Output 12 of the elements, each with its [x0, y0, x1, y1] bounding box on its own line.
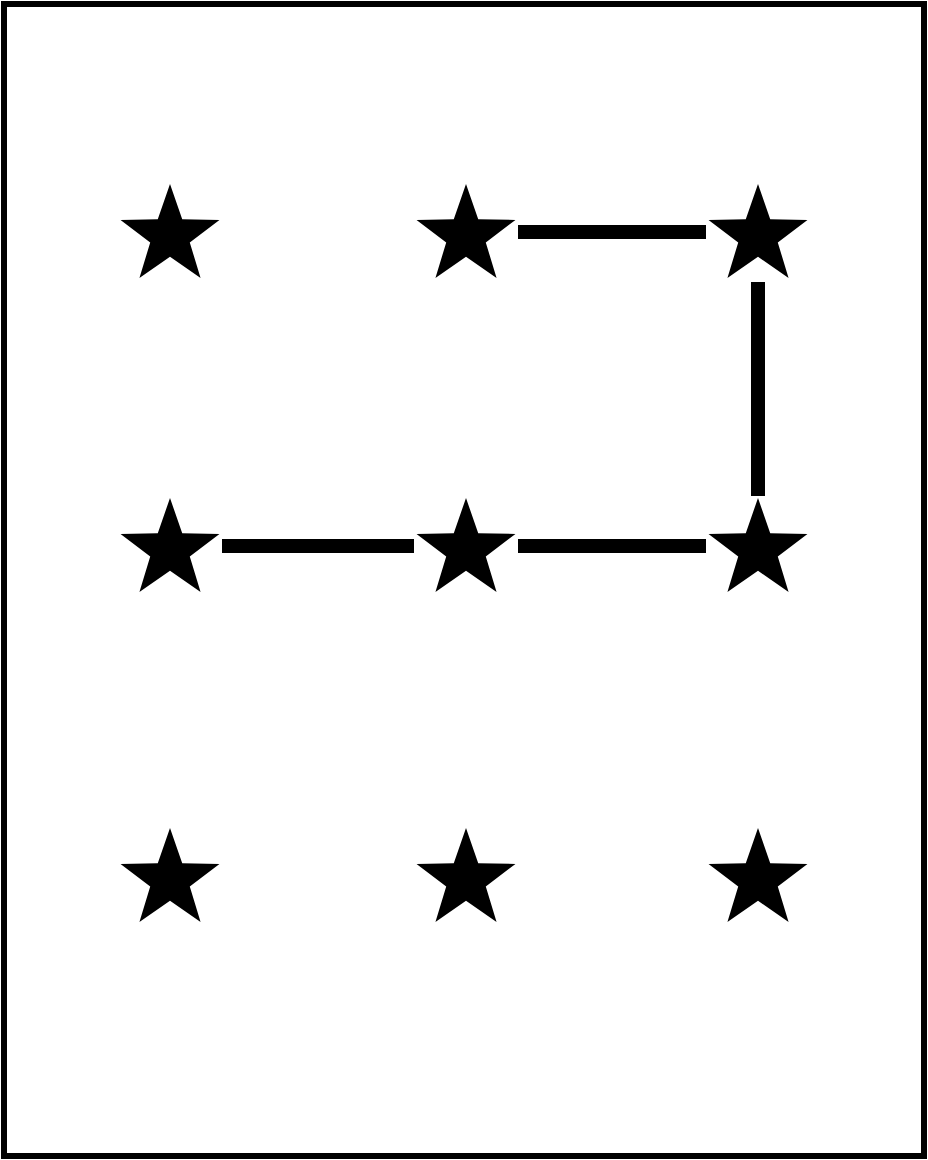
- connector-line: [518, 225, 706, 239]
- star-icon: [118, 826, 222, 926]
- star-icon: [118, 496, 222, 596]
- star-icon: [118, 182, 222, 282]
- connector-line: [518, 539, 706, 553]
- star-icon: [706, 496, 810, 596]
- star-icon: [706, 182, 810, 282]
- connector-line: [222, 539, 414, 553]
- star-icon: [414, 826, 518, 926]
- star-icon: [414, 182, 518, 282]
- star-icon: [706, 826, 810, 926]
- star-icon: [414, 496, 518, 596]
